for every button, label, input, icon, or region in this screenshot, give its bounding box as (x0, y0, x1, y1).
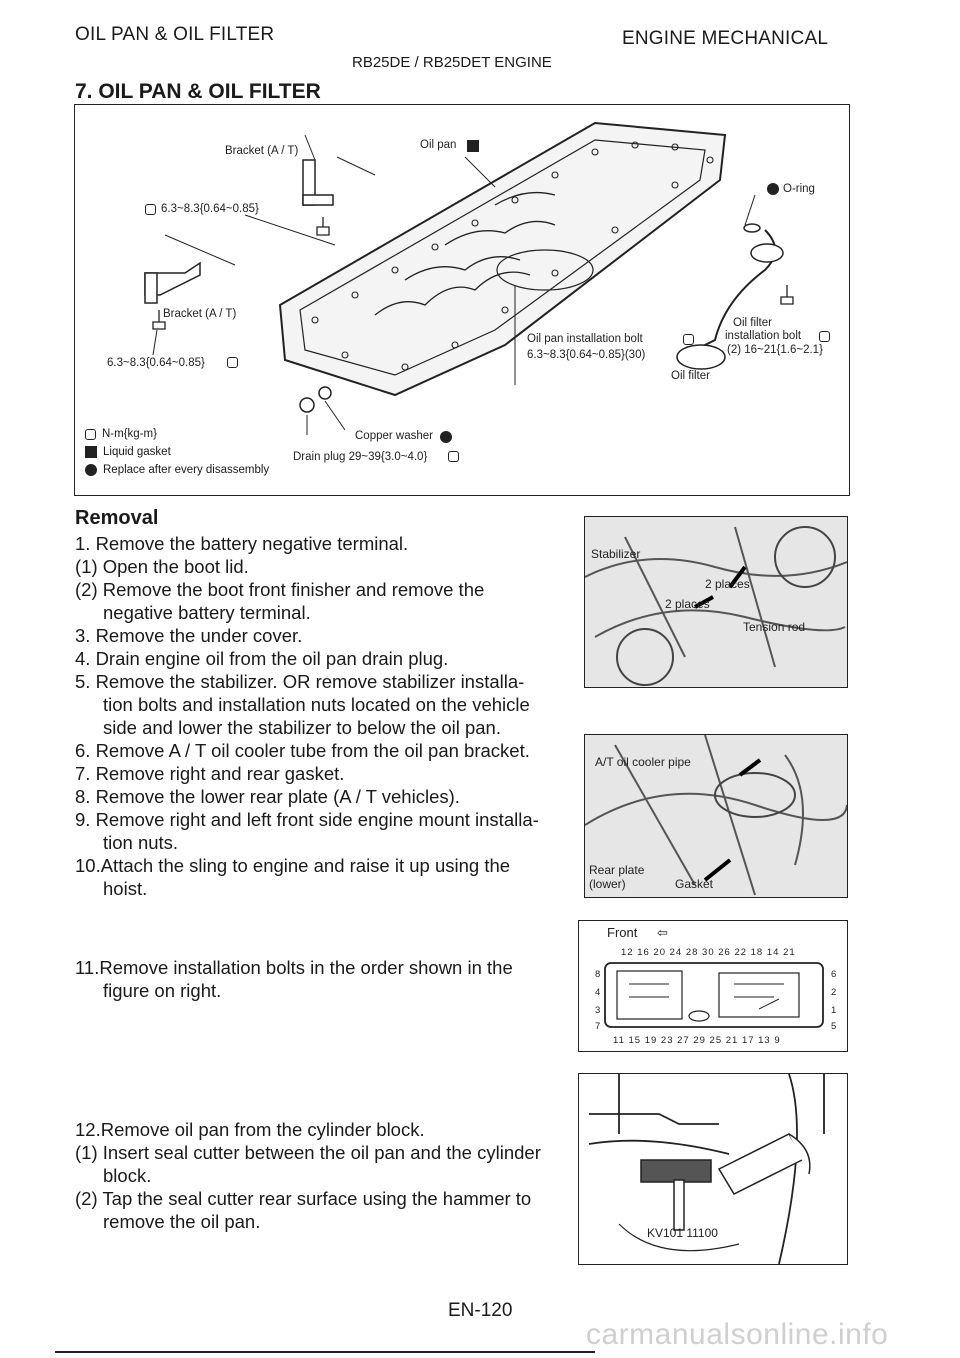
legend-row-replace: Replace after every disassembly (85, 461, 269, 479)
step-line: 3. Remove the under cover. (75, 625, 303, 646)
header-engine: RB25DE / RB25DET ENGINE (352, 54, 552, 71)
label-oil-filter-install-torque: (2) 16~21{1.6~2.1} (727, 344, 823, 356)
step-line: (1) Open the boot lid. (75, 556, 249, 577)
photo-stabilizer-drawing (584, 517, 848, 687)
oil-pan-diagram: Bracket (A / T) Oil pan O-ring 6.3~8.3{0… (74, 104, 850, 496)
step-line: 6. Remove A / T oil cooler tube from the… (75, 740, 530, 761)
label-oil-pan-bolt: Oil pan installation bolt (527, 333, 643, 345)
label-torque-top: 6.3~8.3{0.64~0.85} (161, 203, 259, 215)
page-number: EN-120 (448, 1300, 513, 1321)
step-line: 12.Remove oil pan from the cylinder bloc… (75, 1119, 425, 1140)
step-line: block. (103, 1165, 152, 1186)
label-2-places-a: 2 places (705, 577, 750, 591)
label-torque-left: 6.3~8.3{0.64~0.85} (107, 357, 205, 369)
bolt-order-bottom: 11 15 19 23 27 29 25 21 17 13 9 (613, 1035, 781, 1046)
step-line: 4. Drain engine oil from the oil pan dra… (75, 648, 449, 669)
label-rear-plate-1: Rear plate (589, 863, 645, 877)
bolt-order-diagram: Front ⇦ 12 16 20 24 28 30 26 22 18 14 21… (578, 920, 848, 1052)
step-line: 9. Remove right and left front side engi… (75, 809, 539, 830)
removal-steps-a: 1. Remove the battery negative terminal.… (75, 532, 570, 900)
step-line: hoist. (103, 878, 148, 899)
bolt-order-top: 12 16 20 24 28 30 26 22 18 14 21 (621, 947, 796, 958)
step-line: (1) Insert seal cutter between the oil p… (75, 1142, 541, 1163)
watermark: carmanualsonline.info (586, 1318, 889, 1351)
legend-text: Liquid gasket (103, 446, 171, 458)
replace-icon (85, 464, 97, 476)
legend-text: Replace after every disassembly (103, 464, 270, 476)
seal-cutter-drawing (579, 1073, 847, 1265)
photo-cooler-pipe-drawing (584, 734, 848, 897)
oil-pan-drawing (144, 121, 794, 435)
torque-icon (85, 428, 96, 440)
bolt-right-num: 2 (831, 987, 837, 998)
torque-icon (683, 334, 694, 345)
label-tool: KV101 11100 (647, 1226, 718, 1240)
liquid-gasket-icon (467, 140, 479, 152)
label-oil-pan-bolt-torque: 6.3~8.3{0.64~0.85}(30) (527, 349, 646, 361)
bolt-right-num: 6 (831, 969, 837, 980)
step-line: figure on right. (103, 980, 222, 1001)
bolt-left-num: 4 (595, 987, 601, 998)
liquid-gasket-icon (85, 446, 97, 458)
label-oil-filter-install-2: installation bolt (725, 330, 802, 342)
label-bracket-mid: Bracket (A / T) (163, 308, 237, 320)
label-tension-rod: Tension rod (743, 620, 806, 634)
label-cooler-pipe: A/T oil cooler pipe (595, 755, 691, 769)
torque-icon (227, 357, 238, 368)
replace-icon (440, 431, 452, 443)
step-line: tion bolts and installation nuts located… (103, 694, 530, 715)
step-line: 11.Remove installation bolts in the orde… (75, 957, 513, 978)
step-line: remove the oil pan. (103, 1211, 261, 1232)
label-bracket-top: Bracket (A / T) (225, 145, 299, 157)
label-rear-plate-2: (lower) (589, 877, 626, 891)
step-line: side and lower the stabilizer to below t… (103, 717, 501, 738)
label-front: Front (607, 925, 638, 940)
step-line: (2) Remove the boot front finisher and r… (75, 579, 485, 600)
bolt-left-num: 7 (595, 1021, 601, 1032)
step-line: 10.Attach the sling to engine and raise … (75, 855, 511, 876)
torque-icon (819, 331, 830, 342)
oil-pan-top-view (604, 962, 824, 1028)
torque-icon (448, 451, 459, 462)
bolt-right-num: 1 (831, 1005, 837, 1016)
footer-rule (55, 1351, 595, 1353)
bolt-left-num: 3 (595, 1005, 601, 1016)
step-line: 5. Remove the stabilizer. OR remove stab… (75, 671, 525, 692)
photo-stabilizer: Stabilizer 2 places 2 places Tension rod (584, 516, 848, 688)
torque-icon (145, 204, 156, 215)
legend-row-torque: N-m{kg-m} (85, 425, 269, 443)
label-oil-filter: Oil filter (671, 370, 710, 382)
legend: N-m{kg-m} Liquid gasket Replace after ev… (85, 425, 269, 479)
removal-heading: Removal (75, 507, 159, 529)
header-right: ENGINE MECHANICAL (622, 28, 829, 49)
label-gasket: Gasket (675, 877, 714, 891)
label-oil-pan: Oil pan (420, 139, 457, 151)
legend-text: N-m{kg-m} (102, 428, 157, 440)
replace-icon (767, 183, 779, 195)
step-line: tion nuts. (103, 832, 179, 853)
step-line: (2) Tap the seal cutter rear surface usi… (75, 1188, 532, 1209)
bolt-right-num: 5 (831, 1021, 837, 1032)
step-line: 1. Remove the battery negative terminal. (75, 533, 409, 554)
label-copper-washer: Copper washer (355, 430, 433, 442)
label-o-ring: O-ring (783, 183, 815, 195)
label-oil-filter-install-1: Oil filter (733, 317, 772, 329)
legend-row-gasket: Liquid gasket (85, 443, 269, 461)
photo-cooler-pipe: A/T oil cooler pipe Rear plate (lower) G… (584, 734, 848, 898)
label-drain-plug: Drain plug 29~39{3.0~4.0} (293, 451, 428, 463)
bolt-left-num: 8 (595, 969, 601, 980)
step-line: 8. Remove the lower rear plate (A / T ve… (75, 786, 460, 807)
label-2-places-b: 2 places (665, 597, 710, 611)
photo-seal-cutter: KV101 11100 (578, 1073, 848, 1265)
label-stabilizer: Stabilizer (591, 547, 641, 561)
removal-steps-c: 12.Remove oil pan from the cylinder bloc… (75, 1118, 570, 1233)
arrow-left-icon: ⇦ (657, 925, 668, 940)
step-line: negative battery terminal. (103, 602, 311, 623)
step-line: 7. Remove right and rear gasket. (75, 763, 345, 784)
removal-steps-b: 11.Remove installation bolts in the orde… (75, 956, 570, 1002)
header-left: OIL PAN & OIL FILTER (75, 24, 275, 45)
section-title: 7. OIL PAN & OIL FILTER (75, 80, 321, 103)
